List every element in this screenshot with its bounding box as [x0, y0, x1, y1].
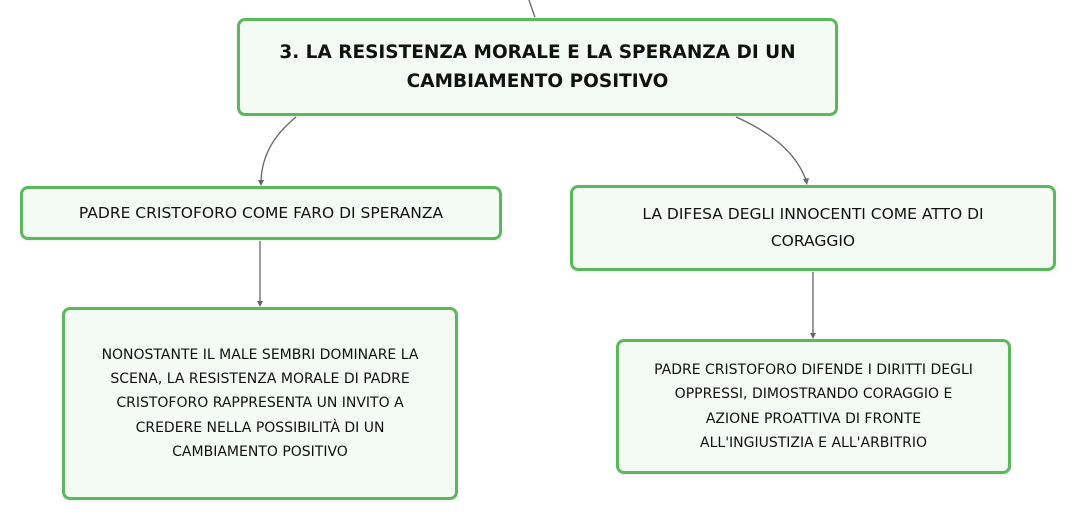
connector-parent-to-root [528, 0, 536, 18]
arrowhead-right-topic [803, 178, 809, 185]
left-detail-text: NONOSTANTE IL MALE SEMBRI DOMINARE LA SC… [102, 343, 419, 463]
left-detail-line-4: CREDERE NELLA POSSIBILITÀ DI UN [135, 419, 385, 436]
left-topic-line-1: PADRE CRISTOFORO COME FARO DI SPERANZA [78, 203, 444, 222]
right-detail-line-1: PADRE CRISTOFORO DIFENDE I DIRITTI DEGLI [654, 362, 973, 379]
left-detail-line-3: CRISTOFORO RAPPRESENTA UN INVITO A [116, 395, 404, 412]
arrowhead-right-detail [810, 333, 816, 339]
right-detail-line-2: OPPRESSI, DIMOSTRANDO CORAGGIO E [674, 386, 953, 403]
arrowhead-left-detail [257, 301, 263, 307]
root-line-2: CAMBIAMENTO POSITIVO [406, 71, 669, 92]
right-detail-text: PADRE CRISTOFORO DIFENDE I DIRITTI DEGLI… [654, 358, 973, 454]
right-detail-line-3: AZIONE PROATTIVA DI FRONTE [705, 410, 922, 427]
right-detail-line-4: ALL'INGIUSTIZIA E ALL'ARBITRIO [700, 434, 927, 451]
left-detail-line-2: SCENA, LA RESISTENZA MORALE DI PADRE [110, 371, 410, 388]
right-topic-node[interactable]: LA DIFESA DEGLI INNOCENTI COME ATTO DI C… [570, 185, 1056, 271]
left-detail-line-1: NONOSTANTE IL MALE SEMBRI DOMINARE LA [101, 347, 419, 364]
root-node[interactable]: 3. LA RESISTENZA MORALE E LA SPERANZA DI… [237, 18, 838, 116]
root-node-text: 3. LA RESISTENZA MORALE E LA SPERANZA DI… [279, 38, 795, 96]
right-topic-line-2: CORAGGIO [770, 232, 856, 250]
arrowhead-left-topic [258, 180, 264, 186]
right-detail-node[interactable]: PADRE CRISTOFORO DIFENDE I DIRITTI DEGLI… [616, 339, 1011, 474]
right-topic-line-1: LA DIFESA DEGLI INNOCENTI COME ATTO DI [642, 205, 984, 224]
left-topic-node[interactable]: PADRE CRISTOFORO COME FARO DI SPERANZA [20, 186, 502, 240]
left-detail-node[interactable]: NONOSTANTE IL MALE SEMBRI DOMINARE LA SC… [62, 307, 458, 500]
connector-root-to-left-topic [260, 116, 297, 182]
root-line-1: 3. LA RESISTENZA MORALE E LA SPERANZA DI… [279, 41, 796, 63]
left-detail-line-5: CAMBIAMENTO POSITIVO [172, 443, 348, 460]
connector-root-to-right-topic [735, 116, 807, 181]
right-topic-text: LA DIFESA DEGLI INNOCENTI COME ATTO DI C… [642, 201, 983, 254]
left-topic-text: PADRE CRISTOFORO COME FARO DI SPERANZA [79, 200, 443, 227]
